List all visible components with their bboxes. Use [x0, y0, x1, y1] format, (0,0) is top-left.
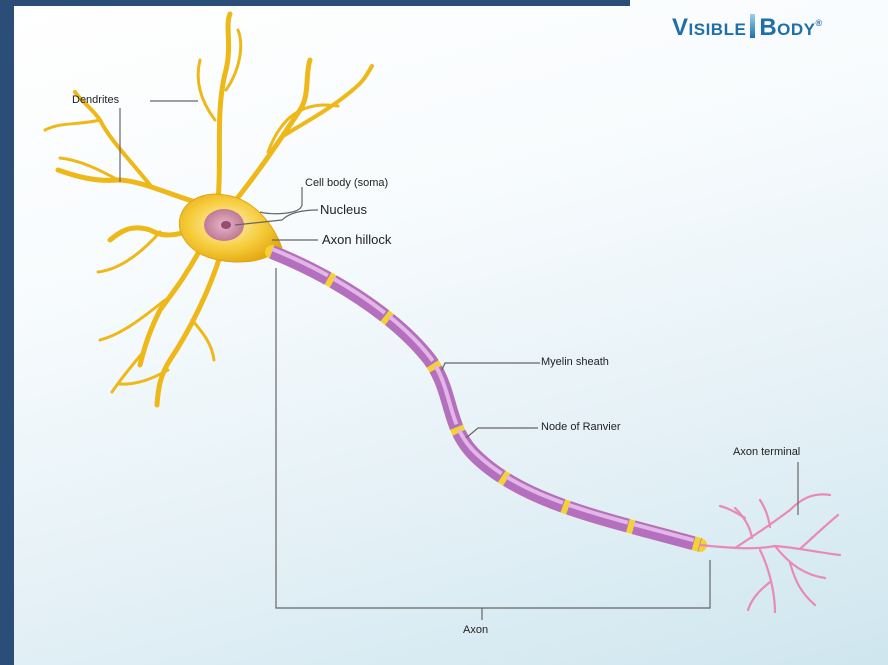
label-axon-terminal: Axon terminal: [733, 446, 800, 458]
label-node-of-ranvier: Node of Ranvier: [541, 421, 621, 433]
label-axon: Axon: [463, 624, 488, 636]
label-nucleus: Nucleus: [320, 202, 367, 217]
axon: [272, 249, 700, 545]
label-axon-hillock: Axon hillock: [322, 232, 391, 247]
label-cell-body: Cell body (soma): [305, 177, 388, 189]
label-dendrites: Dendrites: [72, 94, 119, 106]
label-myelin-sheath: Myelin sheath: [541, 356, 609, 368]
axon-terminals: [700, 494, 840, 612]
